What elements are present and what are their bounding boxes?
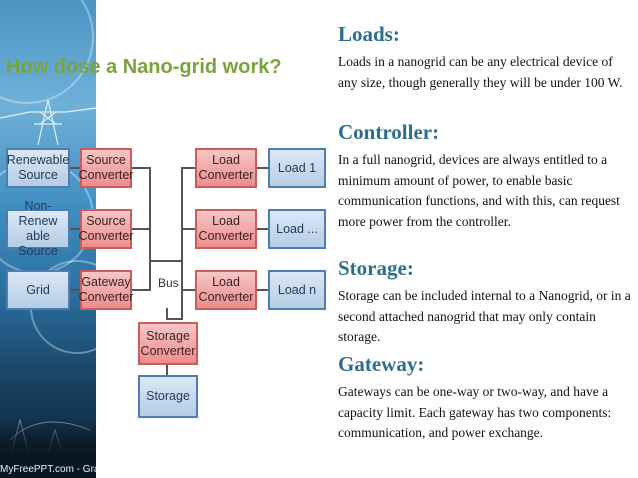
wire (182, 167, 195, 169)
wire (166, 365, 168, 375)
box-label: Converter (78, 168, 134, 182)
wire (182, 289, 195, 291)
box-label: Load n (277, 282, 317, 297)
gateway-converter-box: Gateway Converter (78, 270, 134, 310)
wire (166, 318, 183, 320)
renewable-source-box: Renewable Source (6, 148, 70, 188)
box-label: Non-Renew (18, 199, 58, 228)
bus-wire (181, 167, 183, 319)
slide-title: How dose a Nano-grid work? (6, 56, 282, 78)
box-label: Load (212, 214, 240, 228)
box-label: Converter (198, 168, 254, 182)
source-converter-box: Source Converter (78, 209, 134, 249)
storage-converter-box: Storage Converter (138, 322, 198, 365)
section-body-controller: In a full nanogrid, devices are always e… (338, 152, 620, 229)
wire (70, 167, 80, 169)
wire (257, 167, 268, 169)
wire (70, 228, 80, 230)
watermark-text: MyFreePPT.com - Graph (0, 464, 96, 475)
box-label: Load (212, 275, 240, 289)
box-label: Converter (198, 229, 254, 243)
box-label: Converter (140, 343, 196, 358)
box-label: Gateway (81, 275, 131, 289)
wire (257, 289, 268, 291)
box-label: Converter (78, 229, 134, 243)
wire (132, 289, 150, 291)
load-1-box: Load 1 (268, 148, 326, 188)
box-label: Load (212, 153, 240, 167)
source-converter-box: Source Converter (78, 148, 134, 188)
box-label: Source (18, 168, 58, 182)
section-body-gateway: Gateways can be one-way or two-way, and … (338, 384, 612, 440)
box-label: Converter (198, 290, 254, 304)
load-converter-box: Load Converter (195, 148, 257, 188)
section-heading-gateway: Gateway: (338, 352, 425, 376)
section-heading-loads: Loads: (338, 22, 400, 46)
wire (166, 308, 168, 319)
box-label: Converter (78, 290, 134, 304)
wire (70, 289, 80, 291)
wire (257, 228, 268, 230)
box-label: Source (86, 214, 126, 228)
bus-label: Bus (158, 276, 179, 290)
wire (149, 167, 151, 291)
load-n-box: Load n (268, 270, 326, 310)
wire (132, 228, 150, 230)
nanogrid-diagram: Renewable Source Source Converter Load C… (0, 140, 335, 425)
storage-box: Storage (138, 375, 198, 418)
wire (182, 228, 195, 230)
box-label: Grid (26, 282, 50, 297)
box-label: Source (86, 153, 126, 167)
section-heading-storage: Storage: (338, 256, 414, 280)
wire (132, 167, 150, 169)
box-label: Renewable (6, 153, 70, 167)
load-converter-box: Load Converter (195, 209, 257, 249)
section-body-storage: Storage can be included internal to a Na… (338, 288, 631, 344)
section-body-loads: Loads in a nanogrid can be any electrica… (338, 54, 623, 90)
box-label: able Source (18, 229, 58, 258)
box-label: Load ... (276, 221, 318, 236)
box-label: Load 1 (277, 160, 317, 175)
box-label: Storage (146, 328, 190, 343)
box-label: Storage (146, 389, 190, 403)
bus-wire (150, 260, 182, 262)
non-renewable-source-box: Non-Renew able Source (6, 199, 70, 258)
section-heading-controller: Controller: (338, 120, 440, 144)
strip-dark-bottom (0, 418, 96, 478)
load-converter-box: Load Converter (195, 270, 257, 310)
load-ellipsis-box: Load ... (268, 209, 326, 249)
grid-box: Grid (6, 270, 70, 310)
